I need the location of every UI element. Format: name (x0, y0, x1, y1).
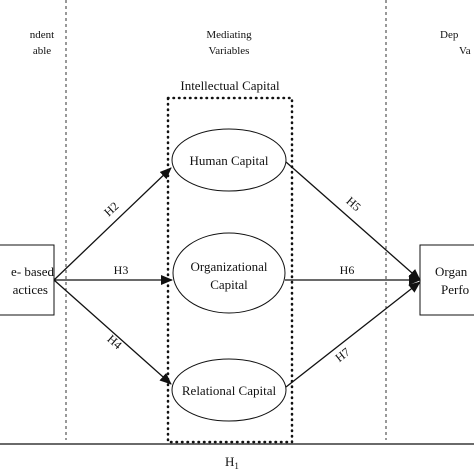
independent-header-line1: ndent (30, 29, 54, 41)
relational-capital-label: Relational Capital (182, 383, 277, 398)
h2-label: H2 (101, 199, 121, 219)
h4-label: H4 (104, 332, 124, 352)
dependent-variable-line2: Perfo (441, 282, 469, 297)
intellectual-capital-group (166, 96, 294, 444)
organizational-capital-node (172, 232, 286, 314)
relational-capital-node (171, 358, 287, 422)
arrow-h2 (53, 167, 172, 281)
independent-variable-line1: e- based (11, 264, 54, 279)
independent-variable-box (0, 244, 55, 316)
dependent-header-line2: Va (459, 45, 471, 57)
h1-label-subscript: 1 (234, 461, 239, 471)
dependent-variable-box (419, 244, 474, 316)
dependent-variable-line1: Organ (435, 264, 468, 279)
dependent-header-line1: Dep (440, 29, 459, 41)
independent-variable-line2: actices (13, 282, 48, 297)
arrow-h7 (285, 281, 421, 388)
intellectual-capital-title: Intellectual Capital (180, 78, 280, 93)
h5-label: H5 (343, 194, 363, 214)
h1-label-base: H (225, 454, 234, 469)
organizational-capital-label-line2: Capital (210, 277, 248, 292)
h6-label: H6 (340, 263, 355, 277)
h3-label: H3 (114, 263, 129, 277)
mediating-header-line1: Mediating (206, 29, 252, 41)
arrow-h4 (53, 279, 172, 385)
mediating-header-line2: Variables (209, 45, 250, 57)
human-capital-label: Human Capital (189, 153, 268, 168)
independent-header-line2: able (33, 45, 51, 57)
human-capital-node (171, 128, 287, 192)
h1-label: H1 (225, 454, 239, 471)
arrow-h5 (285, 161, 421, 281)
organizational-capital-label-line1: Organizational (190, 259, 267, 274)
